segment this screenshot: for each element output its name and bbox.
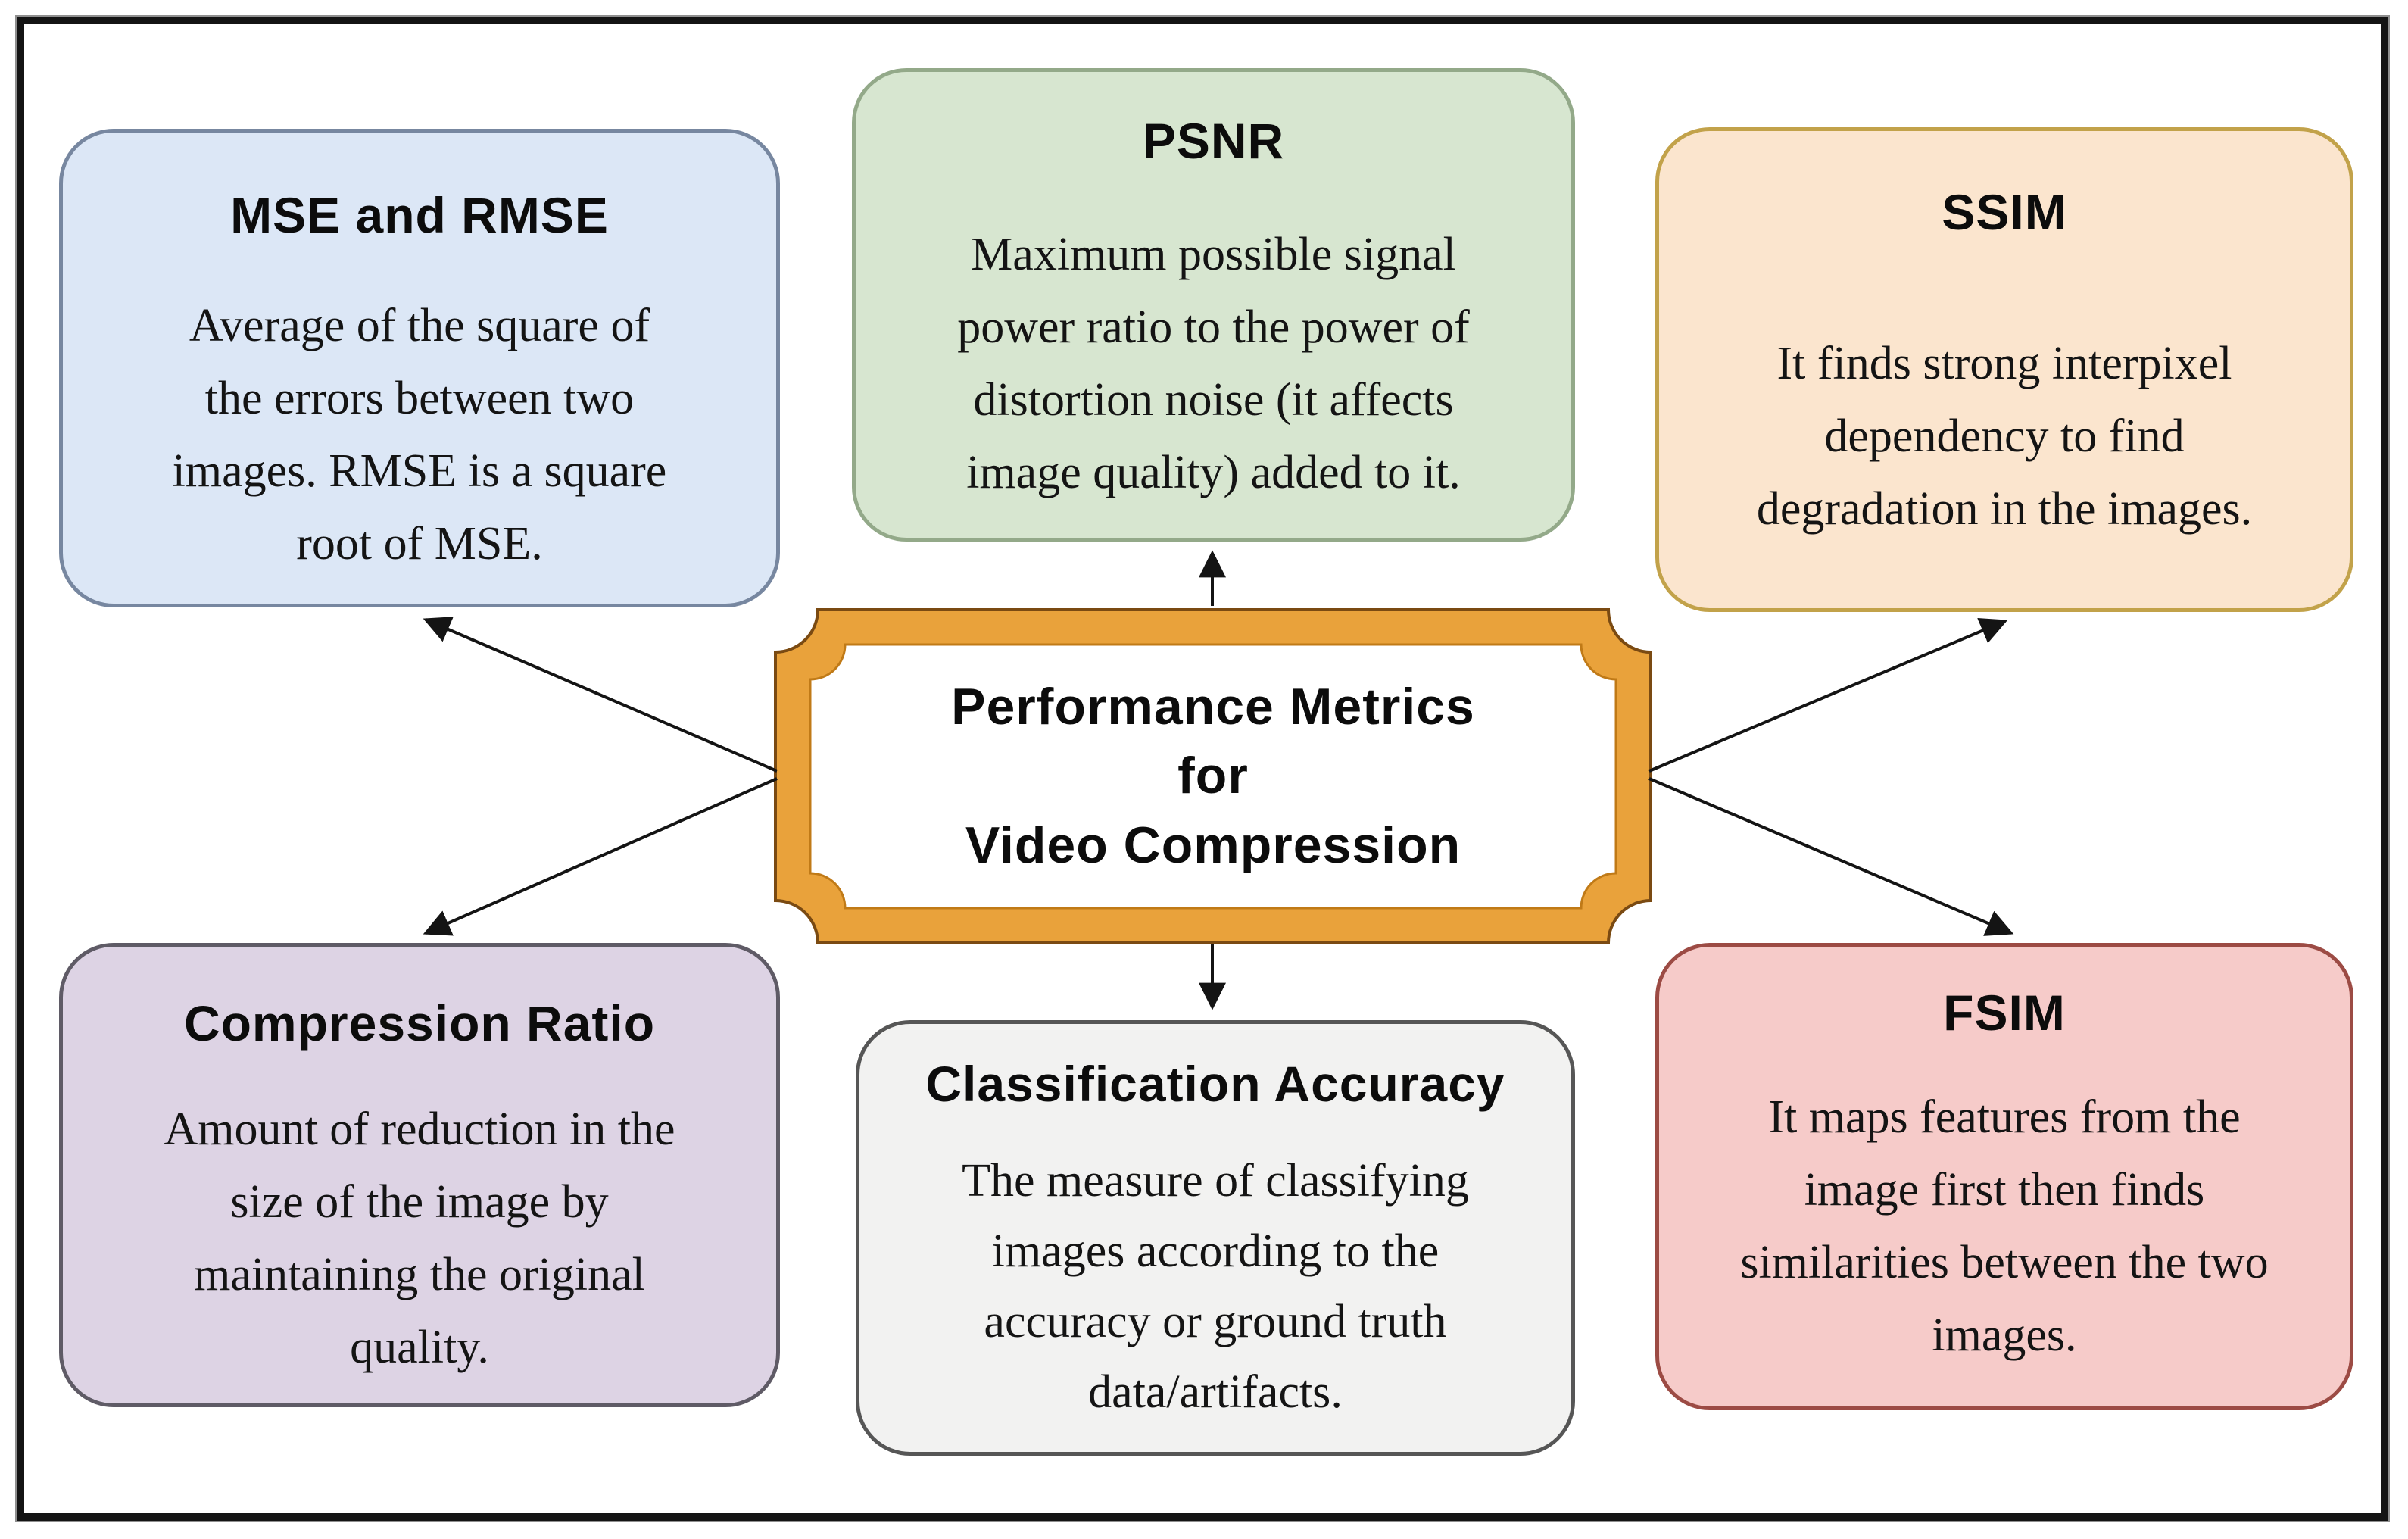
arrow-center-to-fsim [1648,777,2014,936]
node-classification-accuracy-body: The measure of classifying images accord… [962,1155,1469,1419]
center-plaque-inner [809,643,1617,910]
node-compression-ratio: Compression Ratio Amount of reduction in… [59,943,780,1407]
node-fsim-body: It maps features from the image first th… [1740,1091,2269,1362]
node-classification-accuracy: Classification Accuracy The measure of c… [856,1020,1575,1456]
node-psnr: PSNR Maximum possible signal power ratio… [852,68,1575,542]
node-compression-ratio-title: Compression Ratio [183,995,656,1051]
node-psnr-title: PSNR [1142,113,1285,169]
node-psnr-body: Maximum possible signal power ratio to t… [957,229,1470,499]
node-compression-ratio-body: Amount of reduction in the size of the i… [164,1104,675,1374]
node-ssim-title: SSIM [1942,184,2067,240]
node-classification-accuracy-title: Classification Accuracy [925,1056,1505,1112]
arrow-center-to-ssim [1648,617,2008,773]
node-ssim-body: It finds strong interpixel dependency to… [1756,338,2253,535]
node-mse-rmse-title: MSE and RMSE [230,187,609,243]
node-mse-rmse-body: Average of the square of the errors betw… [172,300,667,570]
arrow-center-to-compression-ratio [423,777,778,936]
node-fsim-title: FSIM [1943,985,2066,1041]
node-fsim: FSIM It maps features from the image fir… [1655,943,2353,1410]
arrow-center-to-mse-rmse [423,617,778,773]
node-mse-rmse: MSE and RMSE Average of the square of th… [59,129,780,607]
node-ssim: SSIM It finds strong interpixel dependen… [1655,127,2353,612]
center-node-title: Performance Metrics for Video Compressio… [951,678,1475,874]
outer-frame [17,17,2388,1521]
